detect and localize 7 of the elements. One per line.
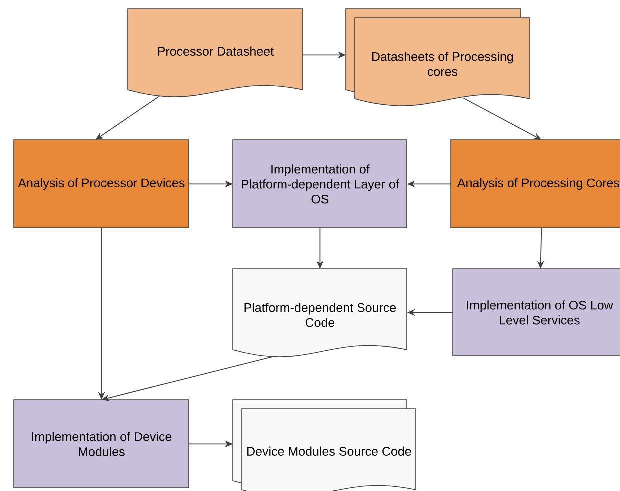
- process-box: Implementation of Device Modules: [14, 400, 190, 488]
- process-box: Implementation of Platform-dependent Layer of OS: [232, 140, 408, 228]
- stacked-documents: Datasheets of Processing cores: [346, 8, 530, 106]
- process-box: Implementation of OS Low Level Services: [452, 268, 620, 356]
- process-box: Analysis of Processor Devices: [14, 140, 190, 228]
- process-box: Analysis of Processing Cores: [450, 140, 620, 228]
- stacked-documents: Device Modules Source Code: [232, 400, 416, 491]
